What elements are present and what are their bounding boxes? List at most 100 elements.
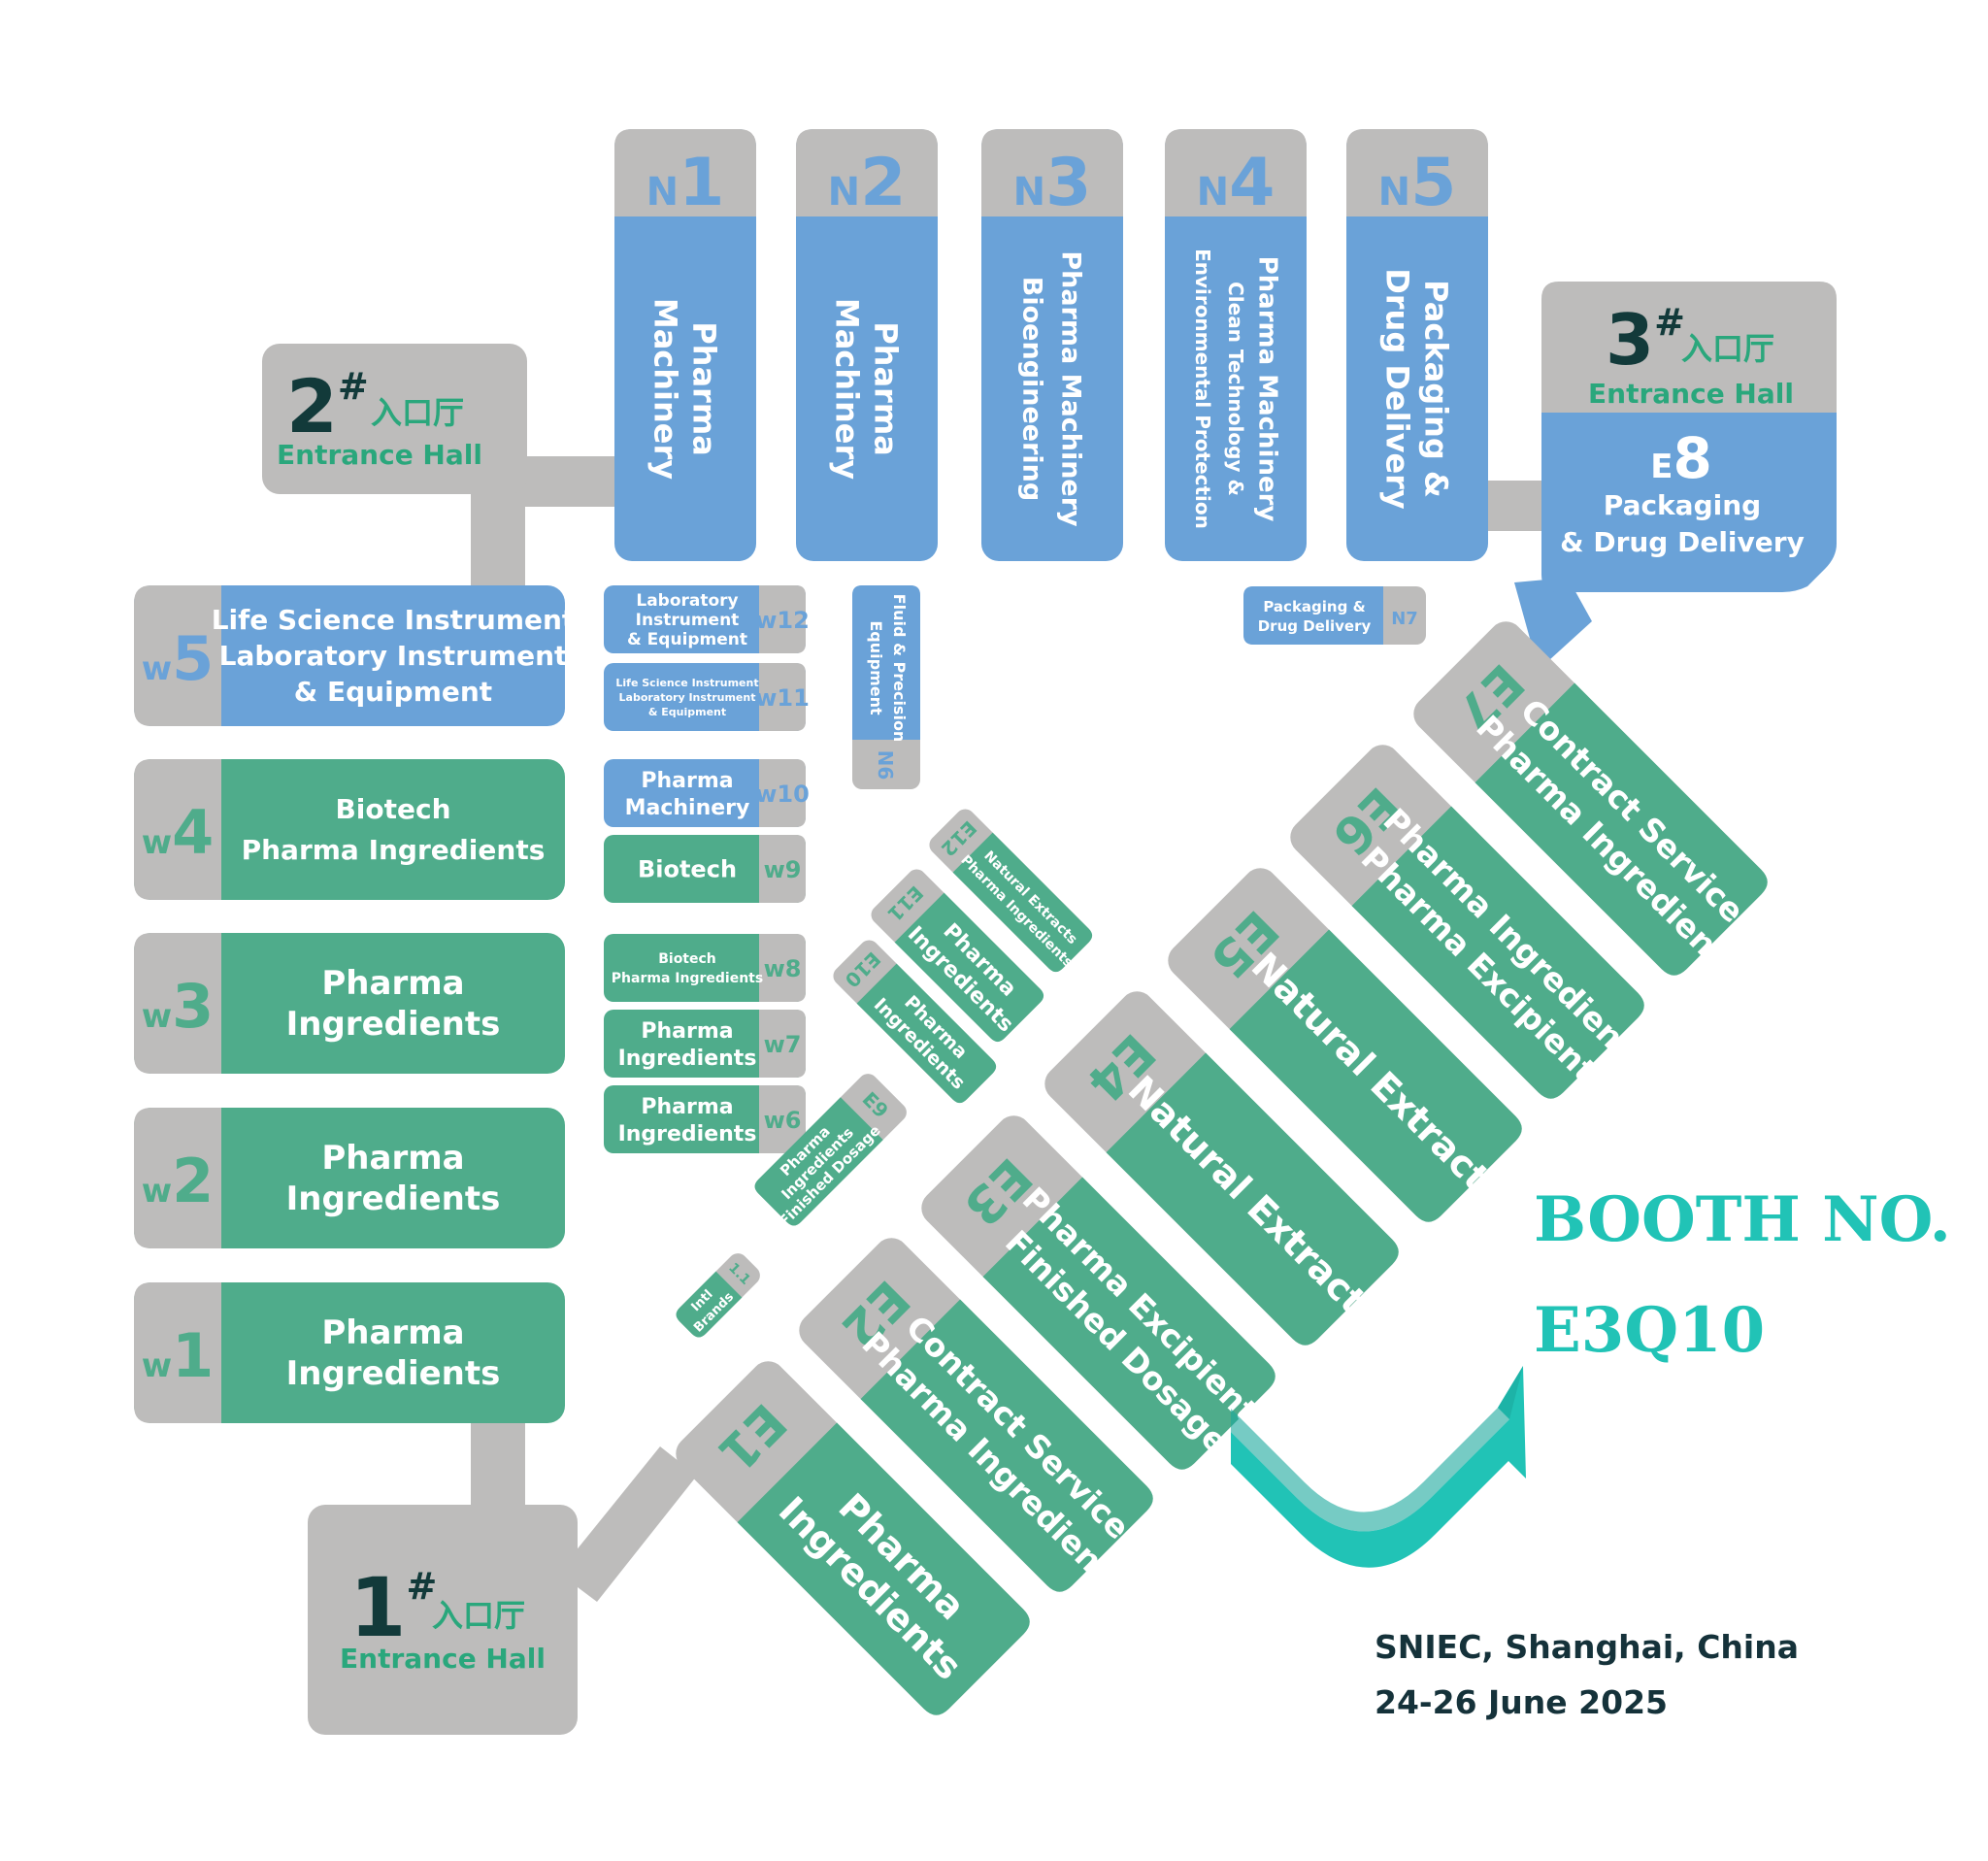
hall-label-line: Equipment: [867, 620, 885, 715]
hall-label-line: Pharma: [321, 1139, 464, 1178]
hall-label-line: Machinery: [646, 298, 683, 480]
hall-body: [604, 585, 806, 653]
hall-label-line: Pharma: [641, 1019, 733, 1044]
hall-label-line: Pharma Ingredients: [612, 971, 763, 986]
hall-body: [604, 934, 806, 1002]
hall-code-tab: [134, 585, 221, 726]
hall-body: [754, 1097, 883, 1226]
hall-body: [1229, 929, 1522, 1222]
entrance-3-en: Entrance Hall: [1588, 378, 1794, 410]
hall-label-line: Pharma: [321, 1313, 464, 1352]
hall-w9[interactable]: w9 Biotech: [604, 835, 806, 903]
hall-label-line: Clean Technology &: [1224, 282, 1247, 496]
hall-label-line: Ingredients: [286, 1005, 501, 1044]
booth-title: BOOTH NO.: [1534, 1183, 1951, 1256]
hall-body: [604, 1010, 806, 1078]
hall-code: w7: [764, 1031, 802, 1058]
hall-code: w2: [142, 1146, 215, 1216]
hall-code: w8: [764, 955, 802, 982]
hall-code: w9: [764, 856, 802, 883]
hall-code: N2: [828, 145, 907, 221]
hall-body: [1351, 806, 1644, 1099]
hall-body: [134, 933, 565, 1074]
entrance-3-block: [1541, 282, 1837, 413]
hall-label-line: & Equipment: [294, 676, 492, 708]
venue-text: SNIEC, Shanghai, China: [1375, 1628, 1799, 1666]
entrance-1-number: 1#: [349, 1560, 437, 1655]
corridor: [558, 1446, 697, 1602]
hall-code: w6: [764, 1107, 802, 1134]
hall-code-tab: [759, 1010, 806, 1078]
hall-code: w10: [755, 781, 810, 808]
hall-code-wrap: N6: [874, 750, 897, 781]
booth-number: E3Q10: [1534, 1294, 1765, 1367]
hall-body: [852, 585, 920, 740]
hall-label: Packaging &Drug Delivery: [1378, 268, 1454, 510]
hall-body: [604, 835, 806, 903]
hall-label-line: Biotech: [638, 856, 737, 883]
hall-label-line: Machinery: [625, 796, 750, 820]
hall-code-tab: [759, 934, 806, 1002]
hall-label-line: Packaging &: [1263, 598, 1365, 615]
hall-code: w4: [142, 797, 215, 868]
hall-body: [604, 1085, 806, 1153]
hall-code-tab: [759, 1085, 806, 1153]
hall-code-tab: [1165, 129, 1307, 216]
hall-body: [894, 892, 1044, 1043]
hall-code: E8: [1650, 425, 1712, 491]
hall-code: w11: [755, 684, 810, 712]
hall-code: N5: [1378, 145, 1457, 221]
hall-label-line: Fluid & Precision: [890, 594, 909, 743]
hall-label-line: Pharma Machinery: [1253, 256, 1282, 522]
hall-label-line: Pharma: [641, 769, 733, 793]
hall-body: [856, 963, 997, 1104]
hall-code: w5: [142, 623, 215, 694]
hall-code: N1: [646, 145, 725, 221]
hall-body: [1106, 1052, 1399, 1346]
hall-label-line: Laboratory Instrument: [619, 691, 756, 704]
hall-body: [604, 759, 806, 827]
hall-code-tab: [134, 1108, 221, 1248]
hall-body: [1541, 413, 1837, 592]
hall-body: [796, 129, 938, 561]
hall-label-line: Drug Delivery: [1378, 268, 1415, 510]
hall-body: [1346, 129, 1488, 561]
entrance-2-en: Entrance Hall: [277, 439, 482, 471]
booth-arrow-icon: [1231, 1366, 1526, 1568]
hall-code-tab: [981, 129, 1123, 216]
hall-label: Fluid & Precision Equipment: [867, 594, 909, 743]
hall-body: [981, 129, 1123, 561]
hall-label-line: & Equipment: [648, 706, 726, 718]
hall-body: [134, 759, 565, 900]
hall-label-line: Machinery: [828, 298, 865, 480]
hall-label-line: Ingredients: [618, 1047, 757, 1071]
entrance-3-number: 3#: [1606, 299, 1685, 381]
hall-body: [134, 1108, 565, 1248]
hall-label-line: Pharma: [867, 321, 904, 456]
hall-label-line: Pharma Machinery: [1055, 250, 1085, 527]
